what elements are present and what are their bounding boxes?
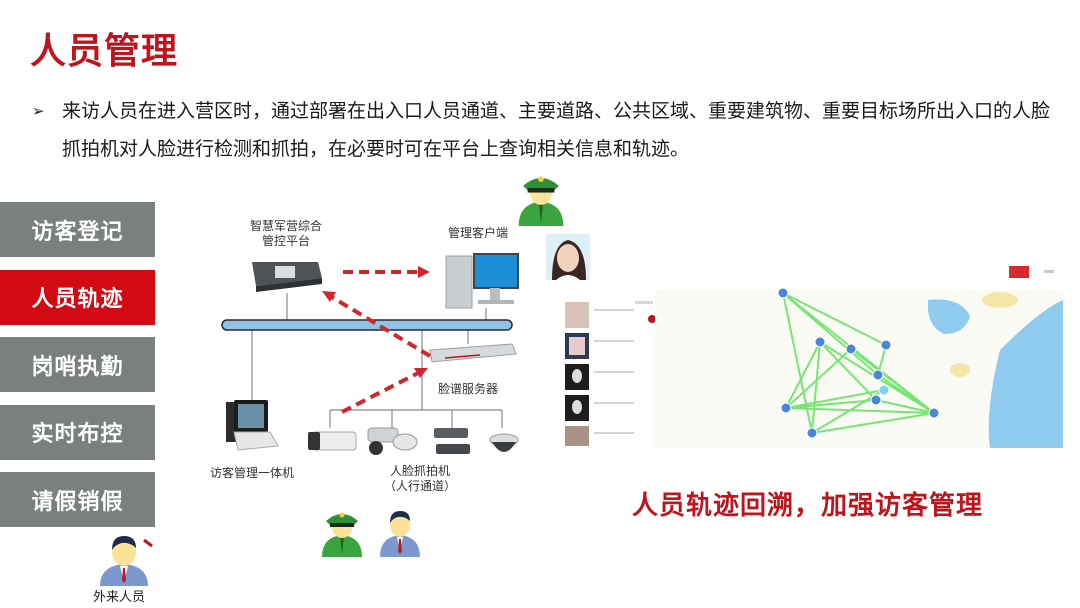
caption: 人员轨迹回溯，加强访客管理 — [632, 491, 984, 521]
camera-label-line1: 人脸抓拍机 — [390, 464, 451, 478]
sidebar-item-label: 实时布控 — [31, 422, 124, 447]
sea — [988, 300, 1063, 448]
track-playback-screenshot — [545, 230, 1065, 450]
platform-label: 智慧军营综合 管控平台 — [250, 219, 322, 249]
lake — [927, 299, 970, 334]
outsider-person-icon — [100, 536, 153, 586]
camera-label: 人脸抓拍机 （人行通道） — [384, 464, 456, 494]
sidebar-item-label: 访客登记 — [31, 219, 124, 245]
description-text: 来访人员在进入营区时，通过部署在出入口人员通道、主要道路、公共区域、重要建筑物、… — [62, 100, 1051, 160]
sidebar-item-label: 人员轨迹 — [31, 287, 124, 312]
outsider-label: 外来人员 — [93, 590, 146, 605]
sidebar-item-personnel-track[interactable]: 人员轨迹 — [0, 269, 155, 325]
sidebar-item-label: 岗哨执勤 — [31, 354, 124, 380]
dome-camera-icon — [489, 433, 519, 452]
platform-server-icon — [252, 262, 322, 292]
dual-lens-camera-icon — [367, 427, 418, 455]
officer-person-icon — [518, 176, 564, 226]
page-title: 人员管理 — [30, 31, 179, 72]
kiosk-label: 访客管理一体机 — [210, 466, 295, 480]
client-label: 管理客户端 — [448, 226, 509, 240]
soldier-person-icon — [322, 512, 362, 557]
sidebar-item-leave-request[interactable]: 请假销假 — [0, 472, 155, 527]
sidebar-item-label: 请假销假 — [31, 489, 124, 515]
face-server-icon — [429, 343, 517, 363]
bullet-arrow-icon: ➢ — [32, 102, 45, 120]
box-camera-icon — [434, 428, 470, 454]
description-block: ➢ 来访人员在进入营区时，通过部署在出入口人员通道、主要道路、公共区域、重要建筑… — [32, 92, 1052, 168]
capture-list — [565, 302, 634, 446]
bullet-camera-icon — [308, 431, 357, 451]
target-portrait-photo — [546, 234, 590, 280]
platform-label-line2: 管控平台 — [262, 234, 311, 248]
management-client-pc-icon — [445, 253, 519, 309]
sidebar-item-realtime-control[interactable]: 实时布控 — [0, 404, 155, 460]
face-server-label: 脸谱服务器 — [438, 382, 499, 396]
visitor-kiosk-icon — [226, 400, 279, 451]
civilian-person-icon — [380, 511, 420, 557]
search-button — [1009, 266, 1029, 278]
feature-sidebar: 访客登记 人员轨迹 岗哨执勤 实时布控 请假销假 — [0, 202, 155, 540]
sidebar-item-sentry-duty[interactable]: 岗哨执勤 — [0, 337, 155, 392]
camera-label-line2: （人行通道） — [384, 479, 457, 493]
network-diagram — [221, 253, 519, 455]
sidebar-item-visitor-registration[interactable]: 访客登记 — [0, 202, 155, 257]
network-bus — [221, 319, 513, 331]
track-map — [546, 234, 1063, 448]
track-nodes — [777, 287, 940, 439]
platform-label-line1: 智慧军营综合 — [250, 219, 323, 233]
